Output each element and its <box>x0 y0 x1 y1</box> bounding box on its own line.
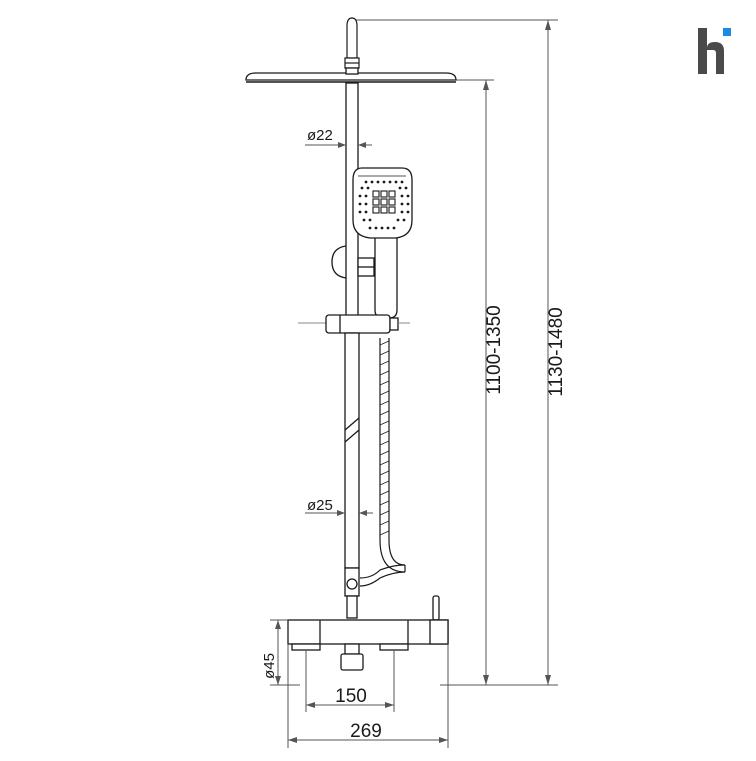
height-adjustable-label: 1100-1350 <box>484 305 505 394</box>
outlet-diameter-label: ø45 <box>261 653 278 679</box>
rail-diameter-bottom-label: ø25 <box>307 497 333 514</box>
arrow-head <box>483 675 489 685</box>
brand-h-logo-icon <box>694 26 734 78</box>
dimension-total-height <box>352 19 558 686</box>
arrow-head <box>483 80 489 90</box>
inlet-spacing-label: 150 <box>335 686 367 707</box>
height-total-label: 1130-1480 <box>546 307 567 396</box>
arrow-head <box>359 510 367 516</box>
dimension-mixer-width <box>287 644 449 748</box>
arrow-head <box>358 142 366 148</box>
sliding-bracket <box>298 314 410 334</box>
thermostatic-mixer-body <box>287 619 449 651</box>
dimension-rail-bottom-diameter <box>305 510 373 516</box>
mixer-width-label: 269 <box>350 721 382 742</box>
arrow-head <box>545 20 551 30</box>
dimension-inlet-spacing <box>305 650 395 712</box>
arrow-head <box>288 737 297 743</box>
logo-stem <box>698 28 707 74</box>
arrow-head <box>306 702 315 708</box>
diverter-holder <box>331 245 375 279</box>
arrow-head <box>385 702 394 708</box>
arrow-head <box>545 675 551 685</box>
dimension-adjustable-height <box>454 79 494 685</box>
mixer-lever <box>432 595 440 621</box>
rail-diameter-top-label: ø22 <box>307 127 333 144</box>
dimension-outlet-diameter <box>270 619 300 686</box>
arrow-head <box>275 676 281 685</box>
logo-accent-dot <box>723 28 731 36</box>
arrow-head <box>338 142 346 148</box>
lower-rail-tube <box>344 332 360 569</box>
rain-shower-head <box>245 67 457 83</box>
bottom-outlet <box>340 643 364 671</box>
logo-arch <box>707 42 724 74</box>
arrow-head <box>337 510 345 516</box>
rail-base-connector <box>344 567 360 619</box>
arrow-head <box>439 737 448 743</box>
rail-top-cap <box>344 17 360 69</box>
arrow-head <box>275 620 281 629</box>
hand-shower-center-grid <box>372 190 396 214</box>
hand-shower-handle <box>374 224 398 319</box>
brand-logo-graphic <box>698 28 731 74</box>
flexible-hose <box>359 338 406 587</box>
dimension-rail-top-diameter <box>305 142 372 148</box>
hand-shower-nozzles <box>358 180 410 230</box>
